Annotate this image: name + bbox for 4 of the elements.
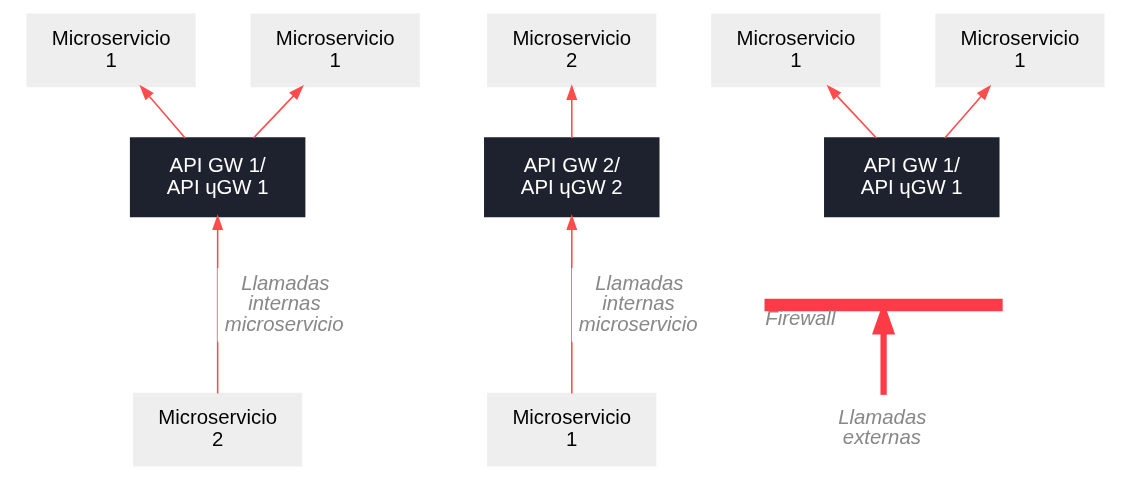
edge-label: Llamadas internas microservicio [224, 271, 343, 335]
node-label: Firewall [764, 307, 835, 330]
node-text: Llamadas externas [837, 405, 926, 449]
edge-label: Llamadas internas microservicio [578, 271, 698, 335]
